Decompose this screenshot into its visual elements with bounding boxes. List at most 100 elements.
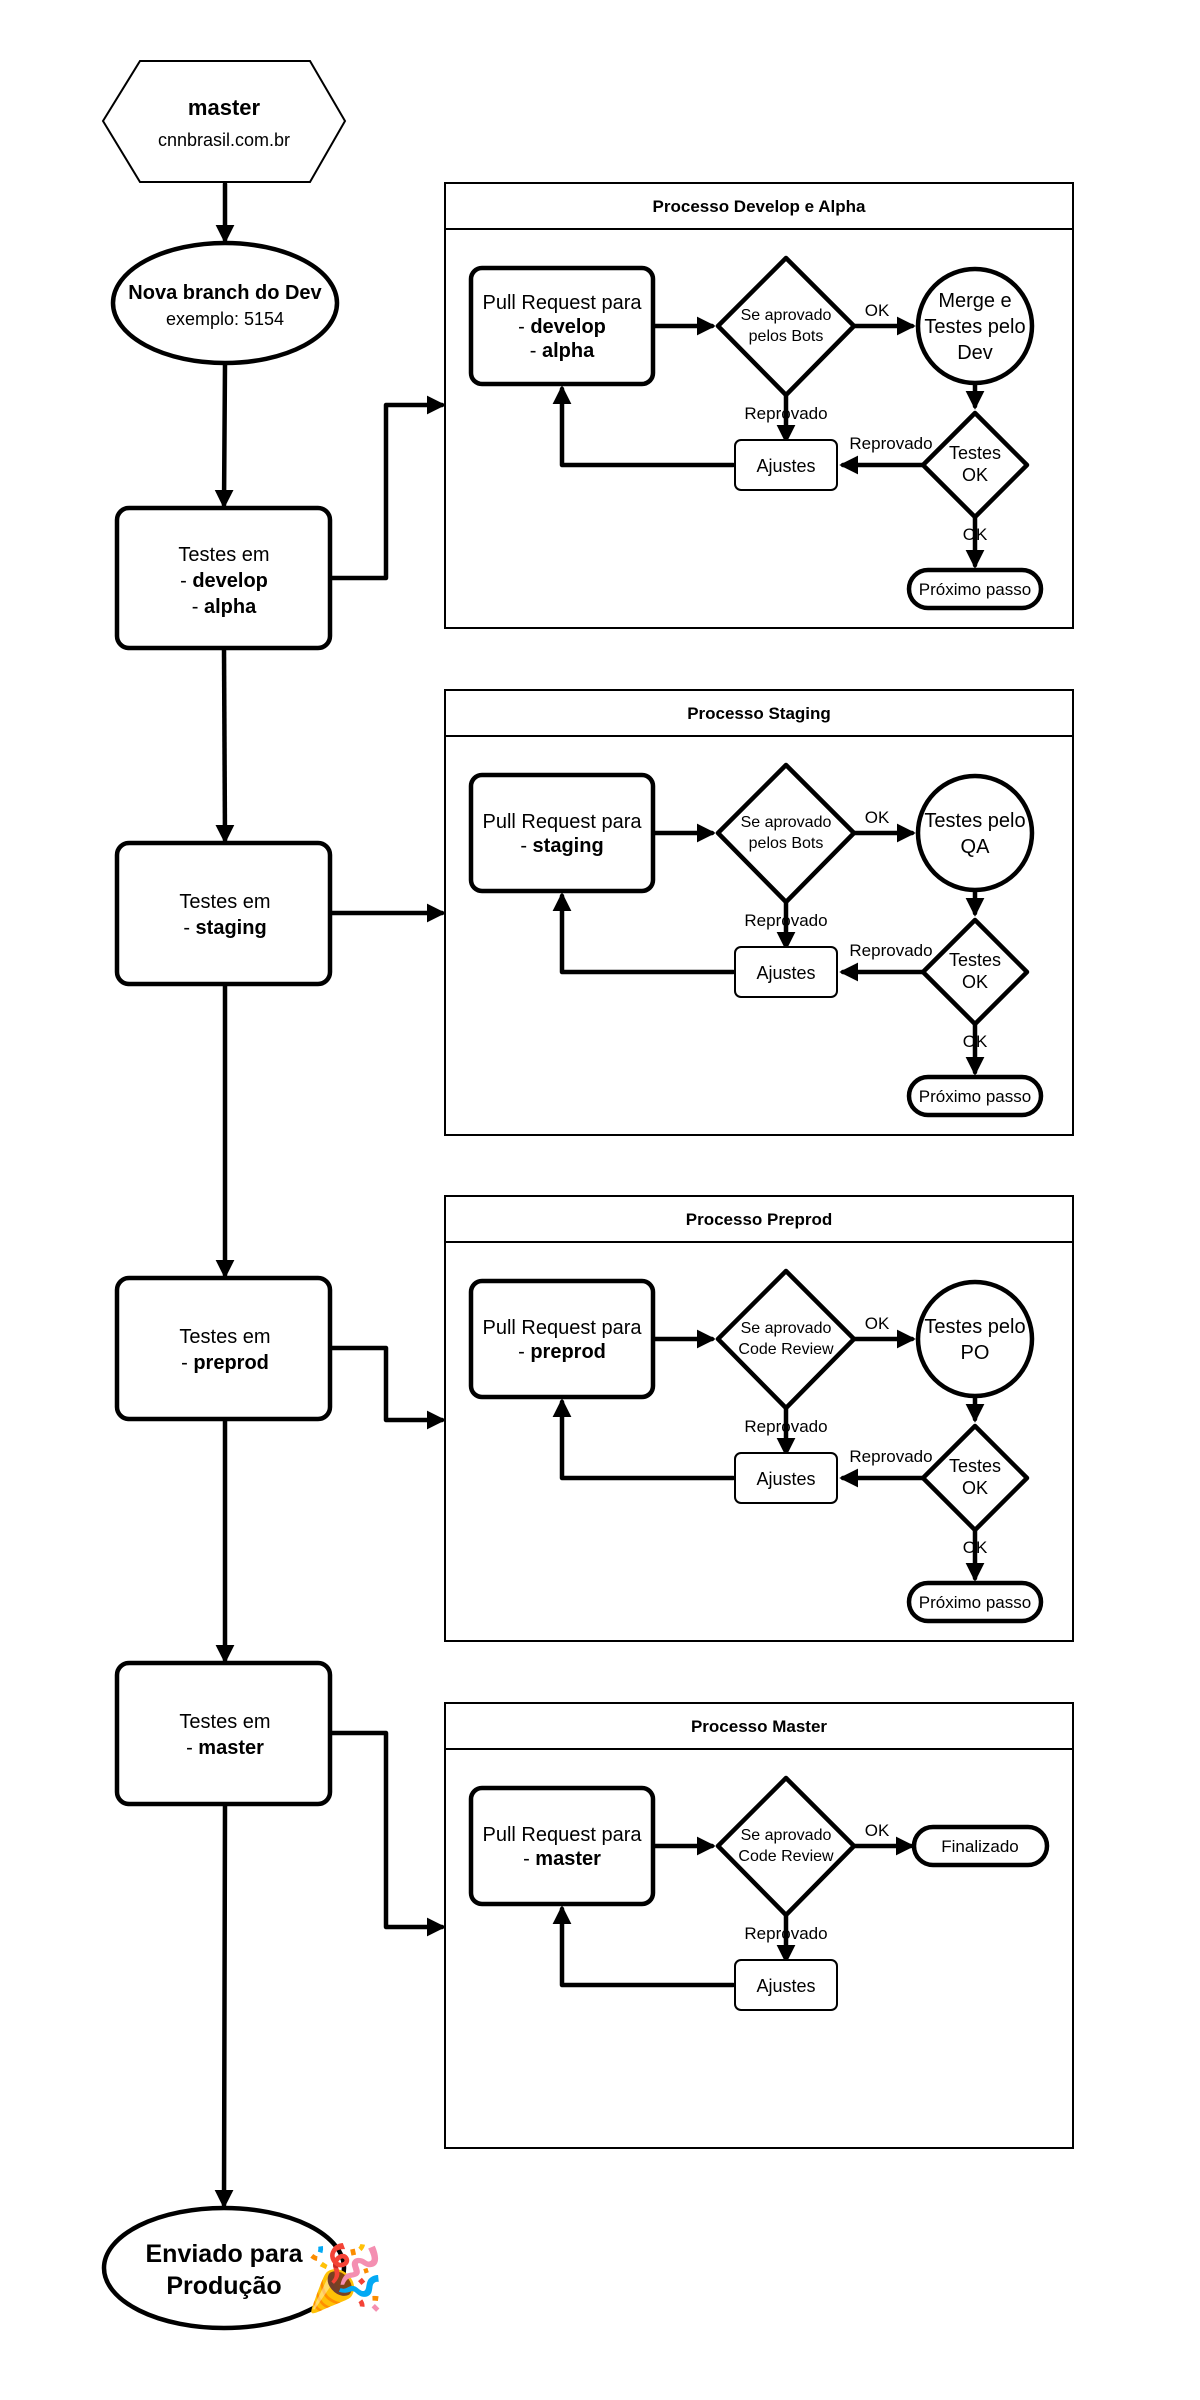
step-3-branch-1: - preprod: [181, 1352, 269, 1374]
step-1-prefix: Testes em: [178, 544, 269, 566]
step-4-box: [114, 1660, 333, 1807]
tester-line: PO: [961, 1342, 990, 1364]
next-step-label: Próximo passo: [919, 580, 1031, 599]
adjust-label: Ajustes: [756, 1469, 815, 1489]
tester-line: Testes pelo: [924, 1316, 1025, 1338]
end-node: Enviado para Produção 🎉: [101, 2205, 385, 2331]
connector-adjust-to-pr: [552, 385, 736, 468]
tester-line: QA: [961, 836, 991, 858]
end-line-2: Produção: [166, 2272, 281, 2300]
pull-request-label: Pull Request para: [483, 292, 643, 314]
panel-title: Processo Develop e Alpha: [653, 197, 866, 216]
tests-ok-line-2: OK: [962, 465, 988, 485]
ok-label: OK: [865, 1821, 890, 1840]
next-step-terminator: [906, 1580, 1044, 1624]
adjust-label: Ajustes: [756, 963, 815, 983]
pull-request-branch: - develop: [518, 316, 606, 338]
rejected-label: Reprovado: [744, 911, 827, 930]
next-step-label: Próximo passo: [919, 1593, 1031, 1612]
tests-ok-label: OK: [963, 525, 988, 544]
step-1-branch-1: - develop: [180, 570, 268, 592]
pull-request-label: Pull Request para: [483, 811, 643, 833]
approval-check-line-2: pelos Bots: [749, 328, 824, 345]
pull-request-box: [468, 772, 656, 894]
pull-request-branch: - alpha: [530, 340, 595, 362]
approval-check-line-1: Se aprovado: [741, 1827, 832, 1844]
main-flow: master cnnbrasil.com.br Nova branch do D…: [101, 60, 446, 2331]
tests-ok-diamond: [920, 1423, 1030, 1533]
tester-line: Dev: [957, 342, 993, 364]
rejected-label: Reprovado: [744, 1924, 827, 1943]
ok-label: OK: [865, 1314, 890, 1333]
pull-request-box: [468, 1785, 656, 1907]
step-2-branch-1: - staging: [183, 917, 266, 939]
panel-title: Processo Preprod: [686, 1210, 832, 1229]
connector-adjust-to-pr: [552, 892, 736, 975]
start-subtitle: cnnbrasil.com.br: [158, 130, 290, 150]
ok-label: OK: [865, 301, 890, 320]
final-terminator: [911, 1824, 1050, 1868]
tester-circle: [915, 773, 1035, 893]
step-master: Testes em - master: [114, 1660, 333, 1807]
panel-frame: [444, 1702, 1074, 2149]
step-3-box: [114, 1275, 333, 1422]
step-2-prefix: Testes em: [179, 891, 270, 913]
tests-ok-label: OK: [963, 1538, 988, 1557]
tester-line: Merge e: [938, 290, 1011, 312]
connector-adjust-to-pr: [552, 1905, 736, 1988]
tester-line: Testes pelo: [924, 810, 1025, 832]
end-ellipse: [101, 2205, 347, 2331]
step-1-branch-2: - alpha: [192, 596, 257, 618]
connector-branch-to-step-1: [214, 361, 234, 509]
pull-request-label: Pull Request para: [483, 1317, 643, 1339]
rejected-label: Reprovado: [744, 404, 827, 423]
tests-ok-line-2: OK: [962, 972, 988, 992]
adjust-box: [734, 1452, 838, 1504]
step-4-branch-1: - master: [186, 1737, 264, 1759]
new-branch-node: Nova branch do Dev exemplo: 5154: [110, 240, 340, 366]
start-node: master cnnbrasil.com.br: [101, 60, 347, 183]
next-step-label: Próximo passo: [919, 1087, 1031, 1106]
step-1-box: [114, 505, 333, 651]
adjust-box: [734, 1959, 838, 2011]
next-step-terminator: [906, 1074, 1044, 1118]
approval-check-diamond: [715, 255, 857, 398]
new-branch-ellipse: [110, 240, 340, 366]
step-preprod: Testes em - preprod: [114, 1275, 333, 1422]
rejected-label: Reprovado: [744, 1417, 827, 1436]
step-develop-alpha: Testes em - develop - alpha: [114, 505, 333, 651]
panel-title: Processo Master: [691, 1717, 827, 1736]
end-line-1: Enviado para: [146, 2240, 304, 2268]
step-3-prefix: Testes em: [179, 1326, 270, 1348]
ok-label: OK: [865, 808, 890, 827]
tests-ok-line-1: Testes: [949, 443, 1001, 463]
approval-check-diamond: [715, 762, 857, 905]
connector-step-4-to-end: [214, 1801, 234, 2209]
tests-ok-label: OK: [963, 1032, 988, 1051]
approval-check-line-1: Se aprovado: [741, 814, 832, 831]
step-2-box: [114, 840, 333, 987]
tests-ok-diamond: [920, 410, 1030, 520]
pull-request-branch: - staging: [520, 835, 603, 857]
new-branch-title: Nova branch do Dev: [128, 282, 322, 304]
panel-title: Processo Staging: [687, 704, 831, 723]
approval-check-line-2: pelos Bots: [749, 835, 824, 852]
start-title: master: [188, 95, 261, 120]
next-step-terminator: [906, 567, 1044, 611]
start-hexagon: [101, 60, 347, 183]
tests-rejected-label: Reprovado: [849, 434, 932, 453]
tests-ok-line-1: Testes: [949, 1456, 1001, 1476]
tests-ok-diamond: [920, 917, 1030, 1027]
approval-check-line-1: Se aprovado: [741, 1320, 832, 1337]
tests-ok-line-1: Testes: [949, 950, 1001, 970]
tests-rejected-label: Reprovado: [849, 941, 932, 960]
pull-request-branch: - master: [523, 1848, 601, 1870]
step-4-prefix: Testes em: [179, 1711, 270, 1733]
step-staging: Testes em - staging: [114, 840, 333, 987]
adjust-label: Ajustes: [756, 1976, 815, 1996]
